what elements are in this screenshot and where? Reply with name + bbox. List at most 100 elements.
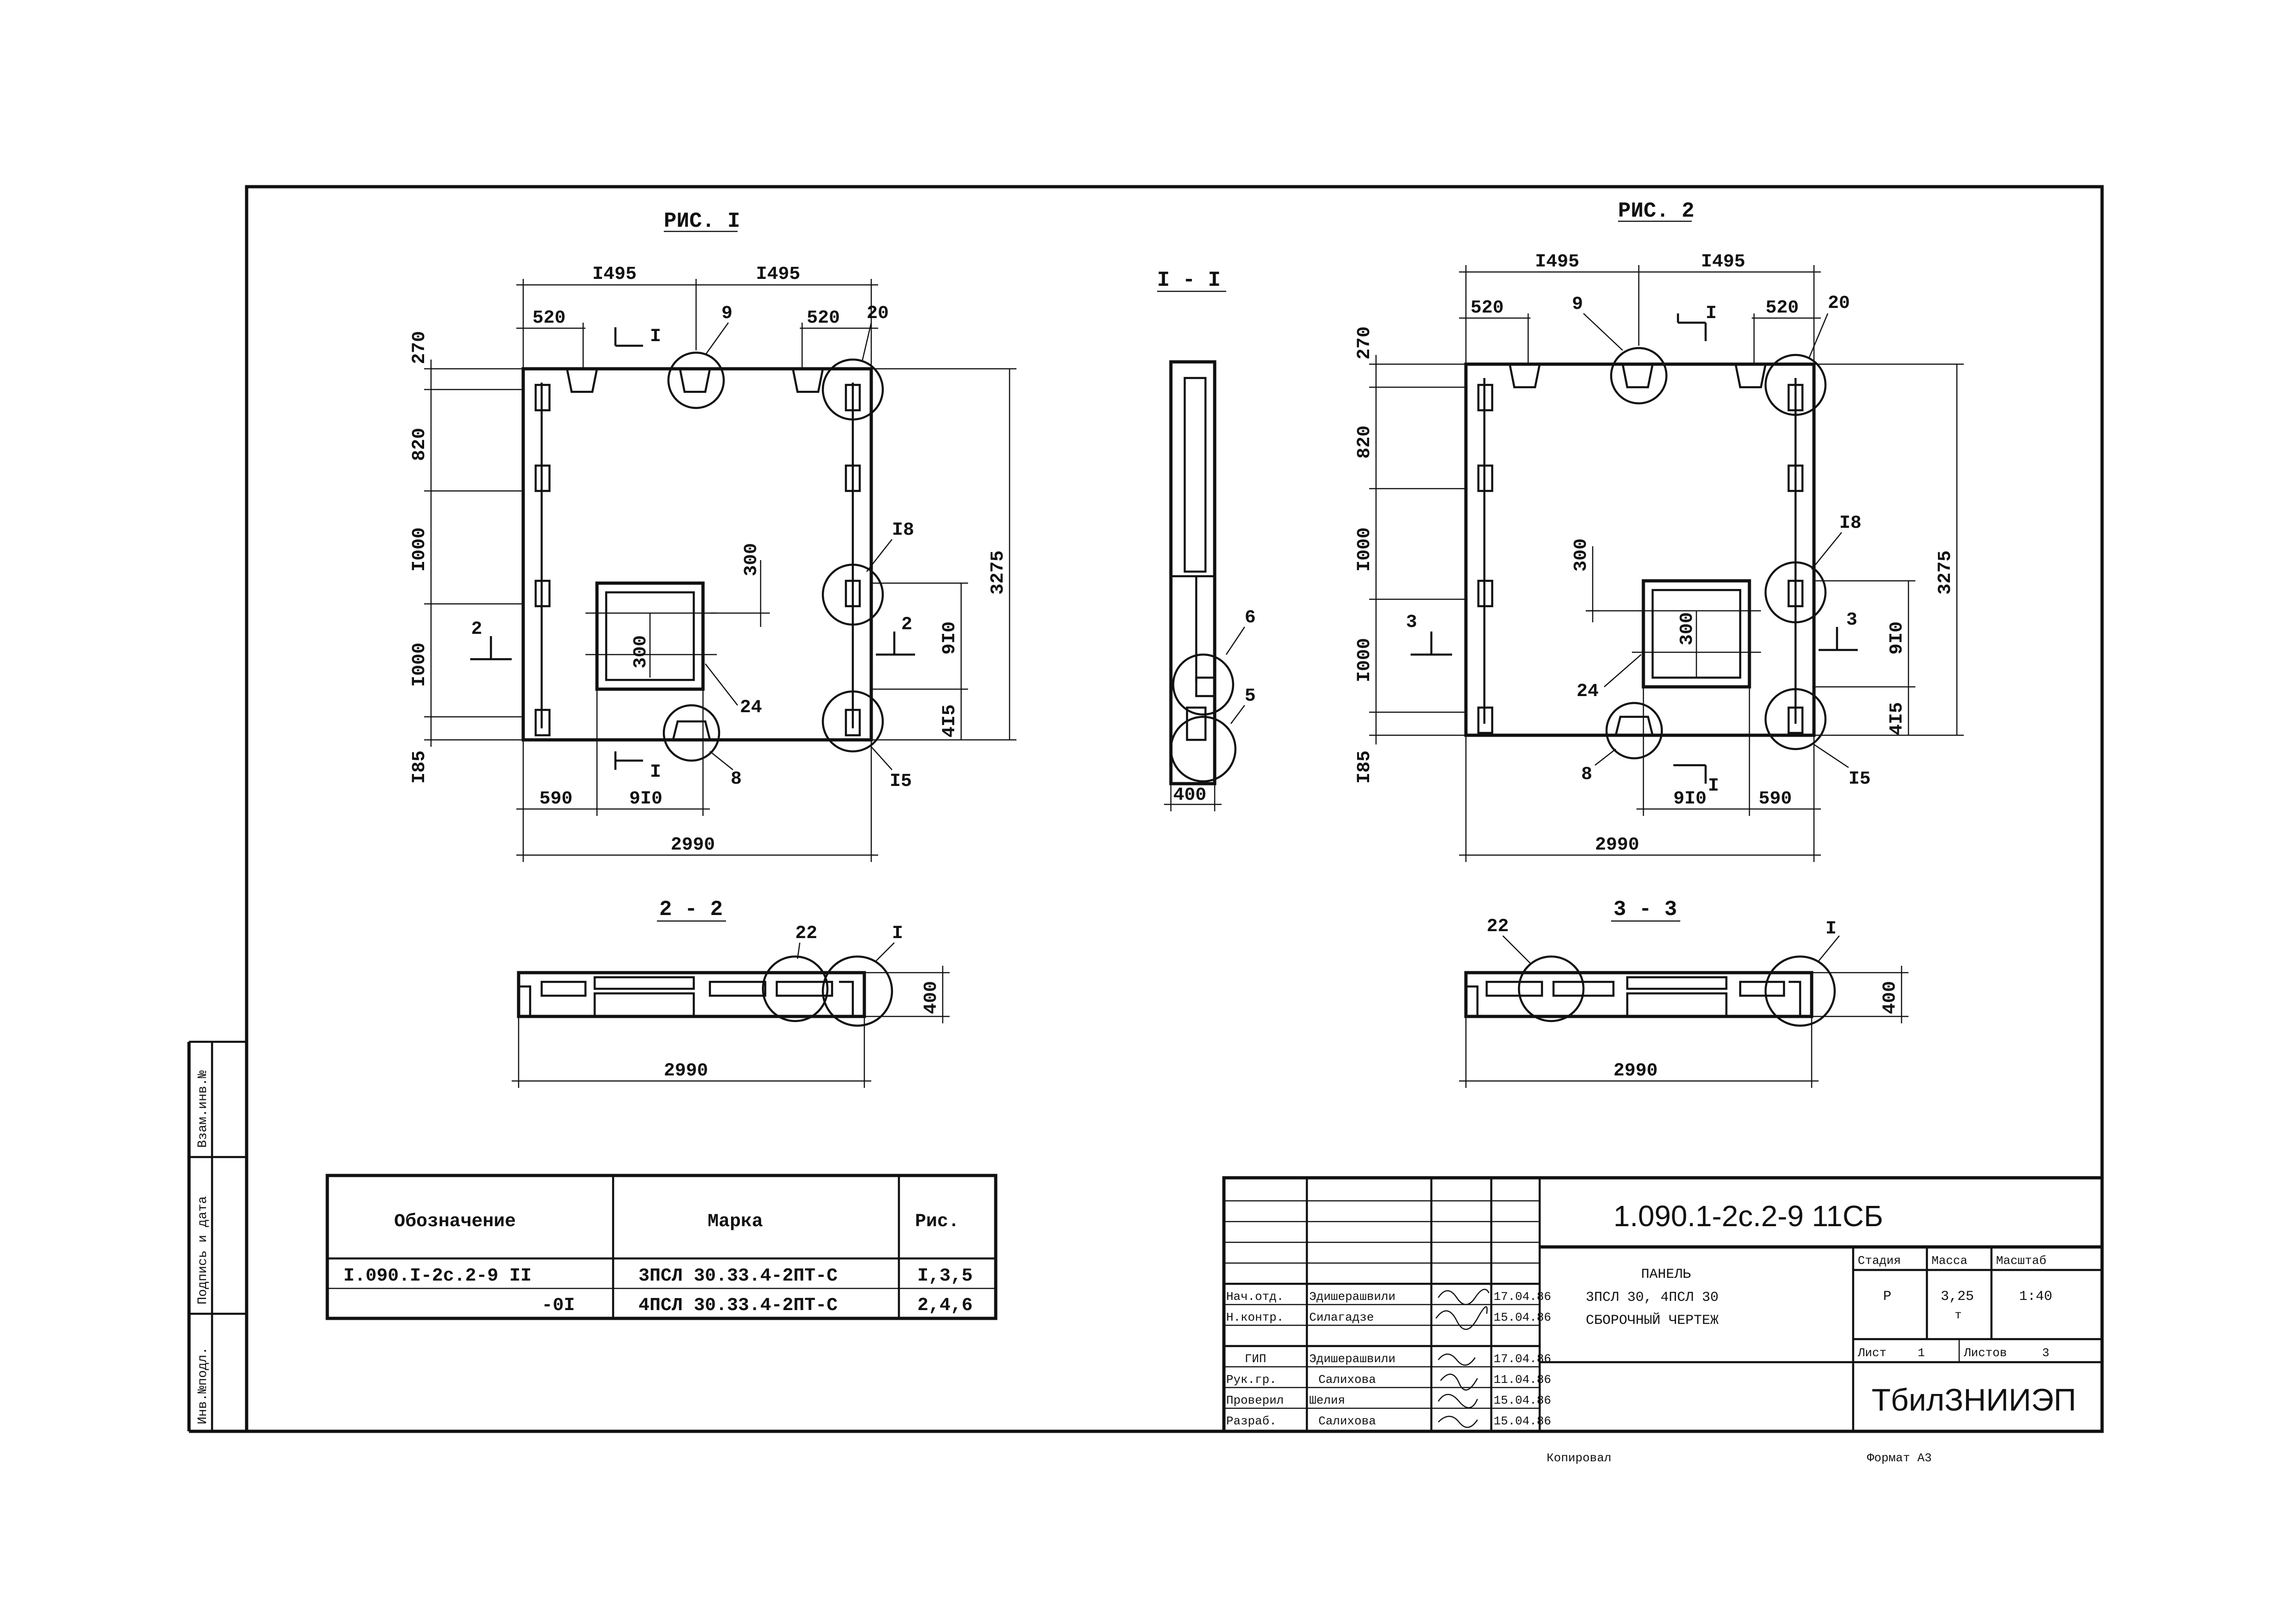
fig2-title: РИС. 2 bbox=[1618, 199, 1695, 223]
fig1-dim-300-inner: 300 bbox=[631, 635, 651, 668]
signature-4 bbox=[1440, 1373, 1478, 1391]
title-role-4: Рук.гр. bbox=[1226, 1373, 1276, 1387]
title-sheets-label: Листов bbox=[1963, 1346, 2007, 1360]
section-1-1: I - I 6 5 400 bbox=[1157, 268, 1256, 811]
fig1-dim-1000-a: I000 bbox=[409, 527, 430, 572]
fig1-dim-270: 270 bbox=[409, 331, 430, 364]
fig2-dim-590: 590 bbox=[1759, 789, 1792, 809]
stamp-inv-orig: Инв.№подл. bbox=[196, 1347, 210, 1424]
title-scale-label: Масштаб bbox=[1996, 1254, 2046, 1268]
title-role-1: Нач.отд. bbox=[1226, 1290, 1284, 1304]
title-name-1: Эдишерашвили bbox=[1309, 1290, 1395, 1304]
title-mass-unit: т bbox=[1955, 1308, 1962, 1322]
fig2-section-I-top: I bbox=[1706, 303, 1717, 324]
fig2-dim-270: 270 bbox=[1354, 326, 1375, 360]
signature-1 bbox=[1437, 1288, 1490, 1305]
section-1-1-dim-400: 400 bbox=[1173, 785, 1206, 806]
title-date-1: 17.04.86 bbox=[1494, 1290, 1551, 1304]
section-1-1-callout-6: 6 bbox=[1245, 608, 1256, 628]
title-name-line2: 3ПСЛ 30, 4ПСЛ 30 bbox=[1586, 1290, 1719, 1305]
spec-row2-mark: 4ПСЛ 30.33.4-2ПТ-С bbox=[638, 1295, 838, 1316]
fig2-dim-415: 4I5 bbox=[1887, 702, 1908, 735]
fig2-callout-24: 24 bbox=[1577, 681, 1599, 702]
fig1-dim-415: 4I5 bbox=[939, 704, 960, 738]
spec-row1-designation: I.090.I-2с.2-9 II bbox=[343, 1266, 532, 1287]
fig1-section-2-right: 2 bbox=[901, 614, 912, 635]
section-1-1-title: I - I bbox=[1157, 268, 1221, 292]
spec-row1-fig: I,3,5 bbox=[917, 1266, 973, 1287]
fig2-callout-8: 8 bbox=[1581, 764, 1592, 785]
fig2-dim-1000-b: I000 bbox=[1354, 638, 1375, 682]
title-role-3: ГИП bbox=[1245, 1352, 1266, 1366]
fig2-dim-300-outer: 300 bbox=[1571, 538, 1592, 572]
stamp-inv-repl: Взам.инв.№ bbox=[196, 1070, 210, 1148]
spec-table: Обозначение Марка Рис. I.090.I-2с.2-9 II… bbox=[325, 1174, 998, 1320]
sheet-frame bbox=[187, 185, 2104, 1433]
title-name-3: Эдишерашвили bbox=[1309, 1352, 1395, 1366]
section-2-2-title: 2 - 2 bbox=[659, 898, 723, 921]
spec-header-fig: Рис. bbox=[915, 1211, 959, 1232]
section-3-3-dim-400: 400 bbox=[1880, 981, 1901, 1014]
title-date-6: 15.04.86 bbox=[1494, 1414, 1551, 1428]
fig1-dim-590: 590 bbox=[539, 789, 573, 809]
footer-format: Формат А3 bbox=[1867, 1451, 1932, 1465]
fig2-dim-910: 9I0 bbox=[1673, 789, 1707, 809]
fig1-section-I-bottom: I bbox=[650, 762, 661, 783]
fig2-dim-1495-right: I495 bbox=[1701, 252, 1745, 272]
section-2-2-dim-400: 400 bbox=[921, 981, 942, 1014]
spec-header-designation: Обозначение bbox=[394, 1211, 516, 1232]
title-role-6: Разраб. bbox=[1226, 1414, 1276, 1428]
side-stamp: Взам.инв.№ Подпись и дата Инв.№подл. bbox=[196, 1070, 210, 1424]
section-2-2-dim-2990: 2990 bbox=[664, 1061, 708, 1081]
title-role-2: Н.контр. bbox=[1226, 1311, 1284, 1324]
fig1-callout-24: 24 bbox=[740, 697, 762, 718]
fig1-dim-520-left: 520 bbox=[532, 308, 566, 329]
spec-row2-fig: 2,4,6 bbox=[917, 1295, 973, 1316]
fig1-dim-300-outer: 300 bbox=[741, 543, 762, 576]
title-name-line1: ПАНЕЛЬ bbox=[1641, 1267, 1691, 1282]
fig1-callout-18: I8 bbox=[892, 520, 914, 541]
fig2-dim-520-right: 520 bbox=[1766, 298, 1799, 319]
signature-6 bbox=[1438, 1416, 1478, 1428]
title-sheet-label: Лист bbox=[1857, 1346, 1886, 1360]
fig1-callout-20: 20 bbox=[867, 303, 889, 324]
signature-5 bbox=[1437, 1394, 1478, 1409]
fig2-callout-15: I5 bbox=[1849, 769, 1871, 790]
section-2-2-callout-22: 22 bbox=[795, 923, 817, 944]
section-3-3-dim-2990: 2990 bbox=[1613, 1061, 1658, 1081]
section-1-1-callout-5: 5 bbox=[1245, 686, 1256, 707]
fig1-dim-1495-right: I495 bbox=[756, 264, 800, 285]
title-date-4: 11.04.86 bbox=[1494, 1373, 1551, 1387]
fig1-callout-15: I5 bbox=[890, 771, 912, 792]
footer-copied: Копировал bbox=[1547, 1451, 1611, 1465]
signature-3 bbox=[1438, 1353, 1476, 1366]
section-3-3-callout-22: 22 bbox=[1487, 916, 1509, 937]
fig2-section-I-bottom: I bbox=[1708, 776, 1719, 797]
fig2-dim-2990: 2990 bbox=[1595, 835, 1639, 856]
title-name-2: Силагадзе bbox=[1309, 1311, 1374, 1324]
fig2-callout-20: 20 bbox=[1828, 293, 1850, 314]
fig2-dim-3275: 3275 bbox=[1935, 550, 1956, 595]
fig1-callout-8: 8 bbox=[731, 769, 742, 790]
signature-2 bbox=[1435, 1306, 1488, 1330]
title-code: 1.090.1-2с.2-9 11СБ bbox=[1613, 1199, 1883, 1233]
fig1-title: РИС. I bbox=[664, 209, 740, 233]
fig1-section-2-left: 2 bbox=[471, 619, 482, 640]
fig1-callout-9: 9 bbox=[721, 303, 732, 324]
fig2-dim-1000-a: I000 bbox=[1354, 527, 1375, 572]
stamp-sign-date: Подпись и дата bbox=[196, 1196, 210, 1305]
title-block: 1.090.1-2с.2-9 11СБ ПАНЕЛЬ 3ПСЛ 30, 4ПСЛ… bbox=[1222, 1176, 2104, 1433]
fig1-dim-910-vert: 9I0 bbox=[939, 621, 960, 655]
fig2-dim-520-left: 520 bbox=[1471, 298, 1504, 319]
title-stage: Р bbox=[1883, 1289, 1891, 1305]
spec-row1-mark: 3ПСЛ 30.33.4-2ПТ-С bbox=[638, 1266, 838, 1287]
section-3-3: 3 - 3 22 I 400 2990 bbox=[1459, 898, 1908, 1088]
section-3-3-title: 3 - 3 bbox=[1613, 898, 1677, 921]
fig2-section-3-right: 3 bbox=[1846, 610, 1857, 631]
fig2-callout-18: I8 bbox=[1839, 513, 1861, 534]
fig1-dim-910: 9I0 bbox=[629, 789, 662, 809]
title-date-2: 15.04.86 bbox=[1494, 1311, 1551, 1324]
fig2-dim-185: I85 bbox=[1354, 750, 1375, 784]
title-org: ТбилЗНИИЭП bbox=[1872, 1382, 2076, 1417]
